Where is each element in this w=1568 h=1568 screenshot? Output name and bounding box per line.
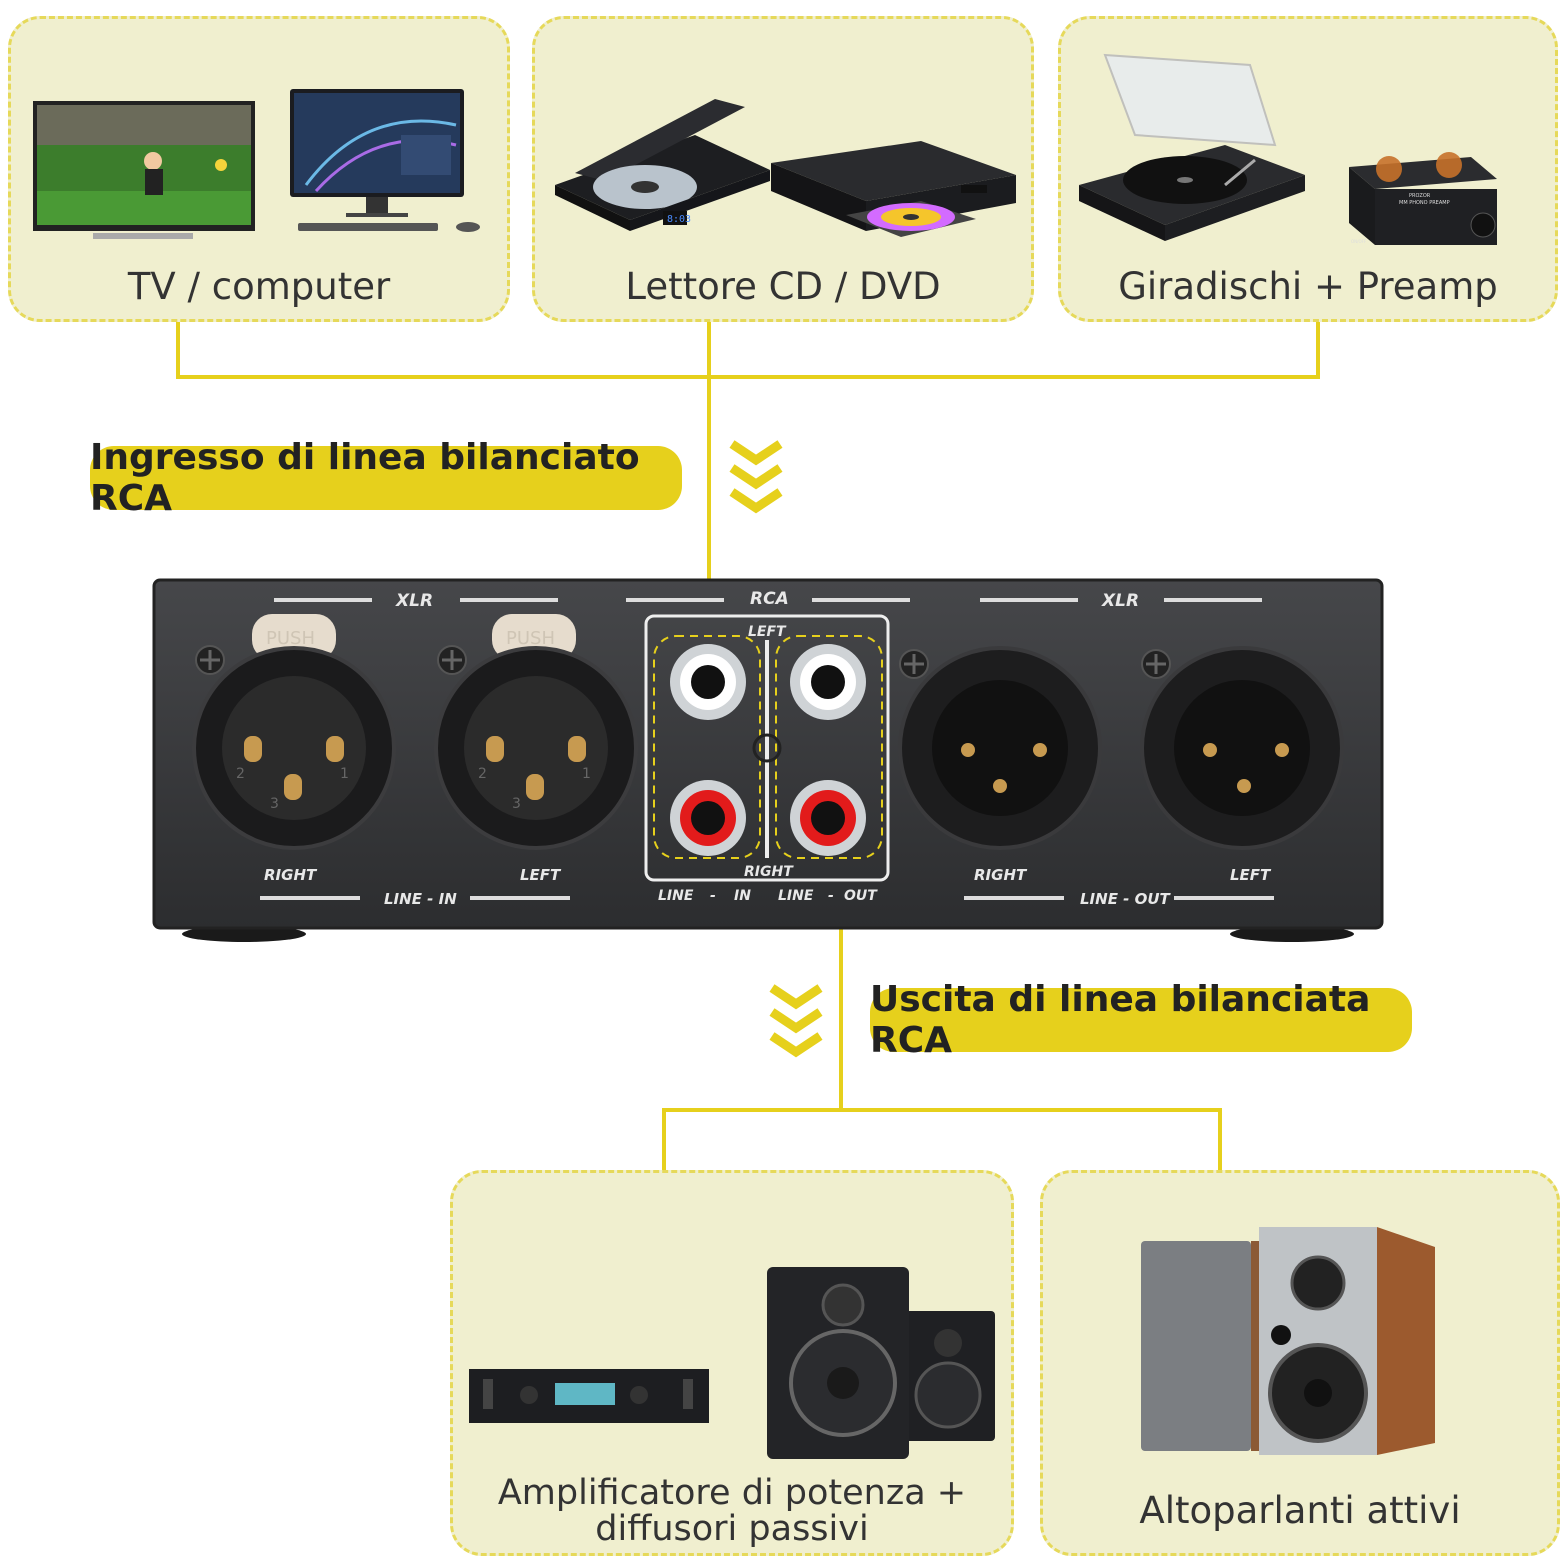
power-amplifier-icon [469, 1369, 709, 1423]
left-foot [182, 926, 306, 942]
rca-line-out-out: OUT [844, 888, 878, 904]
power-amp-label-line1: Amplificatore di potenza + [497, 1473, 967, 1513]
tv-computer-box: TV / computer [8, 16, 510, 322]
preamp-model-text: MM PHONO PREAMP [1399, 200, 1450, 206]
active-connector [1218, 1108, 1222, 1172]
turntable-connector [1316, 320, 1320, 378]
xlr-line-in-label: LINE - IN [384, 890, 457, 908]
xlr-in-right-label: RIGHT [264, 866, 318, 884]
power-amp-label-line2: diffusori passivi [595, 1509, 869, 1549]
xlr-in-title: XLR [395, 591, 433, 611]
pin-1-label: 1 [340, 766, 349, 782]
rca-title: RCA [750, 589, 789, 609]
dvd-player-icon [771, 141, 1016, 237]
preamp-brand-text: PROZOR [1409, 193, 1431, 199]
down-chevrons-icon-output [769, 984, 823, 1058]
turntable-icon [1079, 53, 1305, 241]
active-speakers-label: Altoparlanti attivi [1139, 1489, 1461, 1532]
active-speakers-icon [1141, 1227, 1435, 1455]
pin-3-label: 3 [270, 796, 279, 812]
source-connector-horizontal [176, 375, 1320, 379]
rca-left-label: LEFT [748, 624, 787, 640]
cd-dvd-label: Lettore CD / DVD [625, 265, 941, 308]
converter-rear-panel: XLR RCA XLR PUSH 2 1 3 PUSH 2 1 3 RIGHT … [152, 578, 1384, 942]
rca-line-in-in: IN [734, 888, 751, 904]
push-latch-right-text: PUSH [266, 628, 315, 649]
input-badge: Ingresso di linea bilanciato RCA [90, 437, 682, 519]
down-chevrons-icon-input [729, 440, 783, 514]
rca-line-out-line: LINE [778, 888, 814, 904]
active-speakers-box: Altoparlanti attivi [1040, 1170, 1560, 1556]
pin-3-label: 3 [512, 796, 521, 812]
tv-connector [176, 320, 180, 378]
rca-line-out-dash: - [828, 888, 834, 904]
xlr-in-left-label: LEFT [520, 866, 562, 884]
turntable-label: Giradischi + Preamp [1118, 265, 1498, 308]
amp-connector [662, 1108, 666, 1172]
output-connector-horizontal [662, 1108, 1222, 1112]
rca-right-label: RIGHT [744, 864, 794, 880]
rca-output-left-jack[interactable] [790, 644, 866, 720]
cd-to-device-line [707, 320, 711, 640]
passive-speakers-icon [767, 1267, 995, 1459]
rca-output-right-jack[interactable] [790, 780, 866, 856]
pin-2-label: 2 [236, 766, 245, 782]
xlr-output-left-jack[interactable] [1140, 646, 1344, 850]
device-to-output-line [839, 850, 843, 1112]
right-foot [1230, 926, 1354, 942]
computer-icon [290, 89, 480, 232]
tv-icon [33, 101, 255, 239]
pin-1-label: 1 [582, 766, 591, 782]
xlr-out-title: XLR [1101, 591, 1139, 611]
pin-2-label: 2 [478, 766, 487, 782]
power-amp-box: Amplificatore di potenza + diffusori pas… [450, 1170, 1014, 1556]
xlr-input-left-jack[interactable]: PUSH 2 1 3 [434, 614, 638, 850]
xlr-line-out-label: LINE - OUT [1080, 890, 1172, 908]
cd-player-icon: 8:03 [555, 99, 770, 231]
xlr-out-left-label: LEFT [1230, 866, 1272, 884]
preamp-icon: PROZOR MM PHONO PREAMP ON/OFF [1349, 152, 1497, 245]
push-latch-left-text: PUSH [506, 628, 555, 649]
preamp-switch-text: ON/OFF [1351, 239, 1367, 244]
xlr-out-right-label: RIGHT [974, 866, 1028, 884]
rca-input-left-jack[interactable] [670, 644, 746, 720]
cd-dvd-box: 8:03 Lettore CD / DVD [532, 16, 1034, 322]
xlr-output-right-jack[interactable] [898, 646, 1102, 850]
cd-display-text: 8:03 [667, 214, 691, 225]
rca-line-in-dash: - [710, 888, 716, 904]
tv-computer-label: TV / computer [127, 265, 391, 308]
rca-line-in-line: LINE [658, 888, 694, 904]
rca-input-right-jack[interactable] [670, 780, 746, 856]
output-badge: Uscita di linea bilanciata RCA [870, 979, 1412, 1061]
turntable-box: PROZOR MM PHONO PREAMP ON/OFF Giradischi… [1058, 16, 1558, 322]
xlr-input-right-jack[interactable]: PUSH 2 1 3 [192, 614, 396, 850]
